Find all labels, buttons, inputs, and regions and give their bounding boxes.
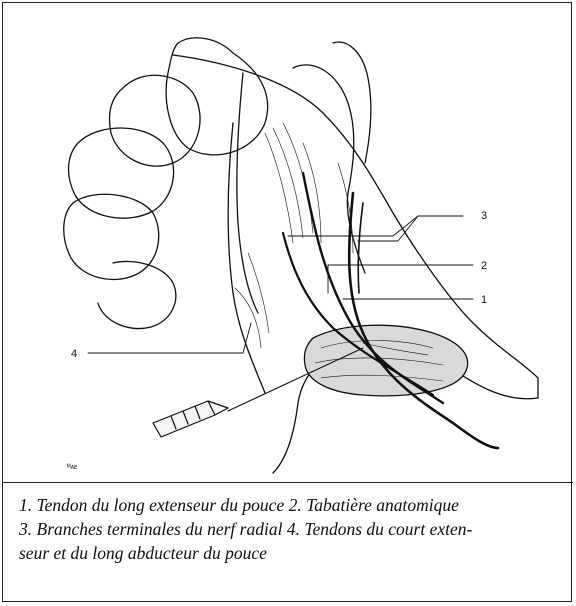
hand-illustration: 3 2 1 4 ᴹᴀᴇ — [3, 3, 573, 481]
finger-little — [64, 194, 159, 279]
syringe — [153, 401, 228, 437]
caption-line-3: seur et du long abducteur du pouce — [19, 541, 564, 565]
artist-watermark: ᴹᴀᴇ — [67, 464, 78, 471]
callout-2: 2 — [481, 260, 487, 272]
callout-4: 4 — [71, 348, 77, 360]
finger-ring — [69, 128, 174, 218]
caption-line-2: 3. Branches terminales du nerf radial 4.… — [19, 517, 564, 541]
figure-frame: 3 2 1 4 ᴹᴀᴇ 1. Tendon du long extenseur … — [2, 2, 572, 602]
leader-line-3b — [358, 216, 418, 241]
figure-caption: 1. Tendon du long extenseur du pouce 2. … — [19, 493, 564, 565]
callout-1: 1 — [481, 294, 487, 306]
caption-divider — [3, 482, 573, 483]
caption-line-1: 1. Tendon du long extenseur du pouce 2. … — [19, 493, 564, 517]
leader-line-4 — [88, 323, 251, 353]
callout-3: 3 — [481, 210, 487, 222]
finger-middle — [110, 75, 201, 166]
radial-nerve-branch-b — [349, 193, 498, 448]
finger-index — [166, 38, 267, 155]
thumb-outline — [293, 65, 365, 273]
